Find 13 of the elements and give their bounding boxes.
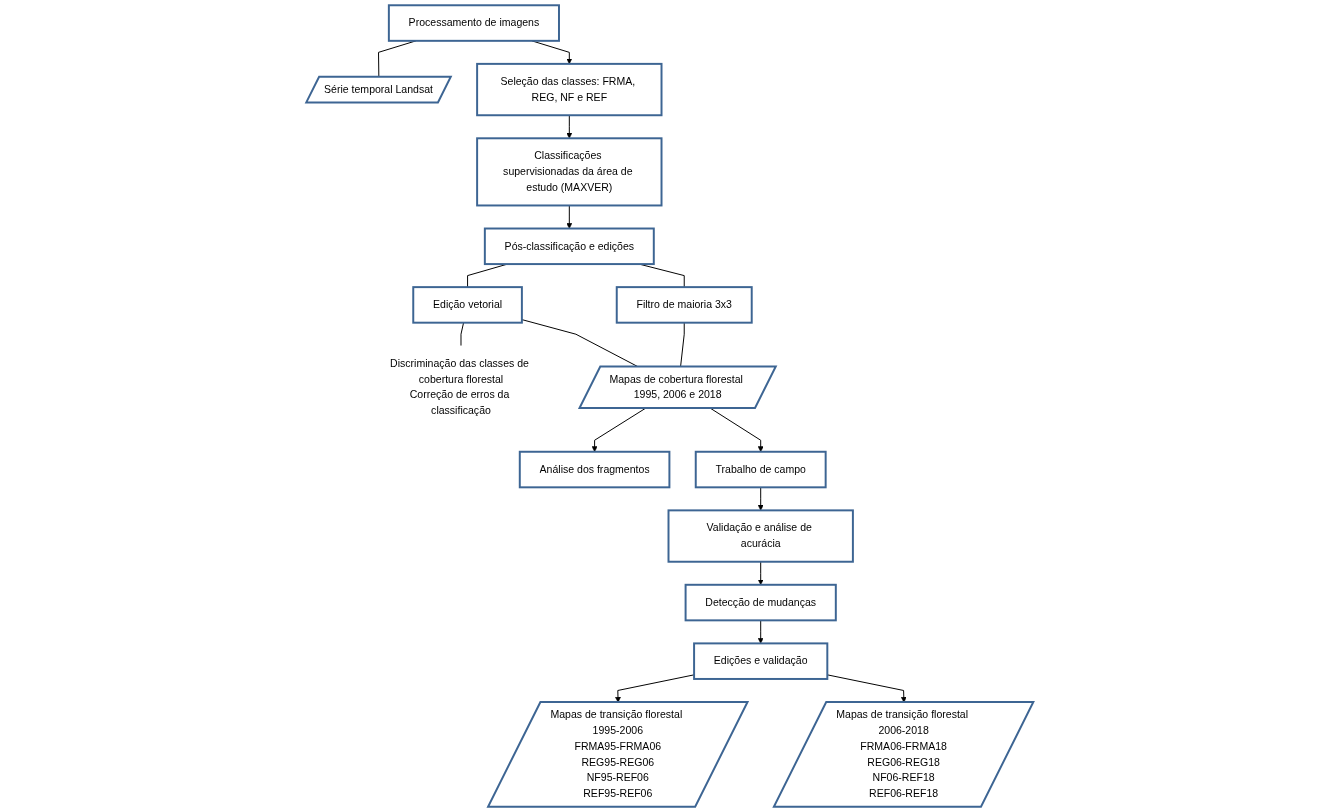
node-text: Discriminação das classes de cobertura florestal Correção de erros da classificação bbox=[389, 357, 529, 417]
node-box: Seleção das classes: FRMA, REG, NF e REF bbox=[475, 62, 663, 117]
node-box: Classificações supervisionadas da área de estudo (MAXVER) bbox=[475, 137, 663, 207]
node-box: Detecção de mudanças bbox=[684, 583, 837, 622]
node-box: Análise dos fragmentos bbox=[518, 450, 671, 489]
node-box: Validação e análise de acurácia bbox=[667, 509, 854, 563]
node-box: Processamento de imagens bbox=[387, 4, 560, 42]
node-box: Edições e validação bbox=[692, 642, 828, 680]
node-box: Trabalho de campo bbox=[694, 450, 827, 489]
node-box: Filtro de maioria 3x3 bbox=[615, 286, 753, 324]
connector bbox=[460, 322, 464, 347]
node-box: Pós-classificação e edições bbox=[483, 227, 655, 266]
node-box: Edição vetorial bbox=[411, 286, 523, 324]
